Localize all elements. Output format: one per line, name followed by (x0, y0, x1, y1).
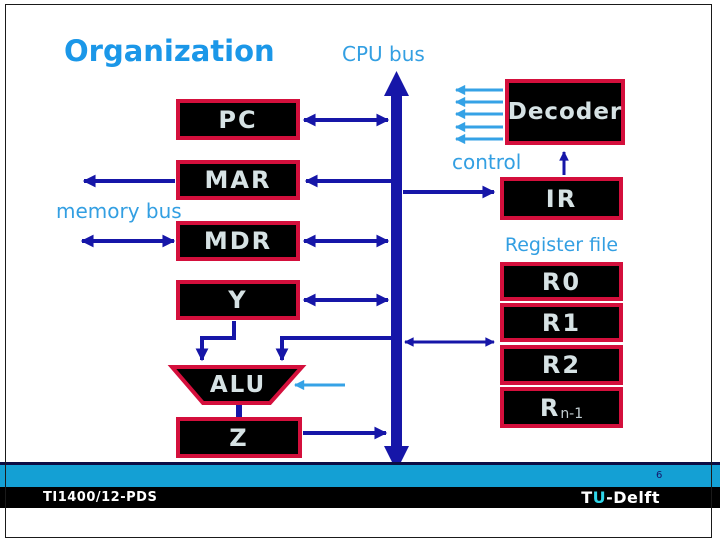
alu-shape (167, 365, 307, 405)
y-box: Y (176, 280, 300, 320)
tu-delft-logo: TU-Delft (581, 488, 660, 507)
mdr-box: MDR (176, 221, 300, 261)
mdr-label: MDR (203, 227, 273, 255)
slide-page-number: 6 (656, 470, 663, 481)
page-title: Organization (64, 34, 275, 68)
bus-alu-arrow (275, 336, 391, 362)
r2-label: R2 (541, 351, 582, 379)
pc-box: PC (176, 99, 300, 140)
mar-label: MAR (204, 166, 272, 194)
footer-divider-line (0, 462, 720, 465)
register-row-r1: R1 (500, 303, 623, 342)
r0-label: R0 (541, 267, 582, 296)
rn-label: R (539, 393, 561, 422)
decoder-control-arrows (454, 84, 503, 145)
y-alu-arrow (195, 321, 236, 362)
footer-black-bar: TI1400/12-PDS TU-Delft (0, 487, 720, 508)
z-label: Z (229, 423, 249, 452)
course-code: TI1400/12-PDS (43, 490, 158, 505)
decoder-box: Decoder (505, 79, 625, 145)
alu-label: ALU (209, 372, 267, 398)
footer-cyan-bar (0, 465, 720, 487)
register-row-r2: R2 (500, 345, 623, 385)
register-file-label: Register file (504, 234, 619, 256)
ir-box: IR (500, 177, 623, 220)
cpu-bus (384, 71, 409, 471)
cpu-bus-arrowhead-top (384, 71, 409, 96)
r1-label: R1 (541, 308, 582, 337)
cpu-bus-arrowhead-bottom (384, 446, 409, 471)
y-label: Y (228, 286, 248, 314)
brand-t: T (581, 488, 593, 507)
brand-rest: -Delft (606, 488, 660, 507)
z-box: Z (176, 417, 302, 458)
ir-label: IR (545, 184, 578, 213)
cpu-bus-label: CPU bus (342, 42, 425, 66)
control-label: control (452, 150, 522, 174)
decoder-label: Decoder (507, 99, 623, 125)
mar-box: MAR (176, 160, 300, 200)
pc-label: PC (218, 105, 258, 134)
register-row-r0: R0 (500, 262, 623, 301)
cpu-bus-shaft (391, 86, 402, 450)
rn-subscript: n-1 (560, 406, 584, 422)
memory-bus-label: memory bus (56, 199, 182, 223)
brand-u: U (592, 488, 607, 507)
